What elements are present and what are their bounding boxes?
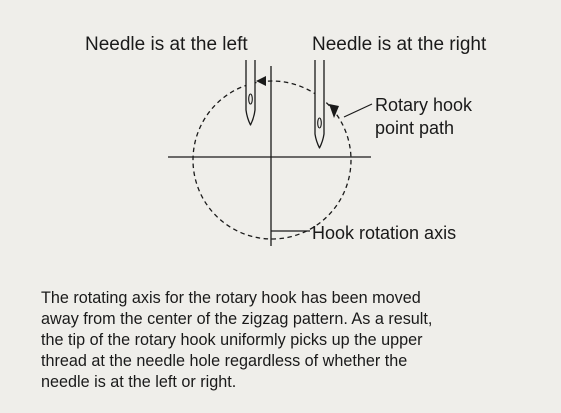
left-needle — [245, 60, 256, 126]
caption-line: needle is at the left or right. — [41, 373, 237, 391]
rotary-hook-point-path — [192, 80, 352, 240]
label-needle-left: Needle is at the left — [85, 34, 248, 55]
caption-line: the tip of the rotary hook uniformly pic… — [41, 331, 423, 349]
right-needle — [314, 60, 325, 149]
label-hook-rotation-axis: Hook rotation axis — [312, 223, 457, 243]
label-rotary-hook-line2: point path — [375, 118, 455, 138]
caption-line: thread at the needle hole regardless of … — [41, 352, 408, 370]
label-needle-right: Needle is at the right — [312, 34, 487, 55]
rotation-arrow-right — [329, 104, 339, 118]
caption-line: The rotating axis for the rotary hook ha… — [41, 289, 421, 307]
label-rotary-hook-line1: Rotary hook — [375, 95, 473, 115]
rotary-hook-leader-line — [343, 103, 373, 118]
caption-line: away from the center of the zigzag patte… — [41, 310, 433, 328]
caption-text: The rotating axis for the rotary hook ha… — [41, 288, 523, 393]
rotation-arrow-top — [256, 76, 266, 86]
